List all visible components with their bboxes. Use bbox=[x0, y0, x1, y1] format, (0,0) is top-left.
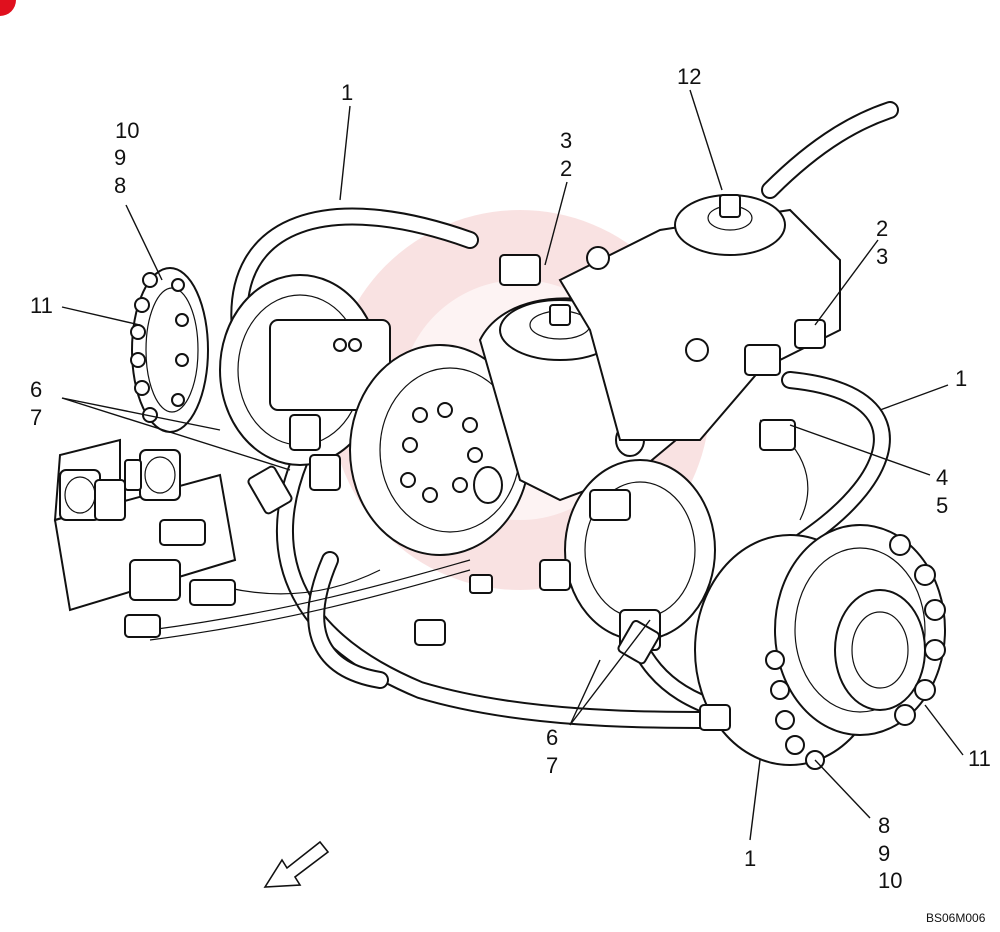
callout-10-left: 10 bbox=[115, 118, 139, 143]
callout-11-right: 11 bbox=[968, 746, 991, 771]
callout-8-left: 8 bbox=[114, 173, 126, 198]
lower-center-motor bbox=[564, 459, 716, 651]
callout-3-right: 3 bbox=[876, 244, 888, 269]
callout-12: 12 bbox=[677, 64, 701, 89]
upper-right-pump bbox=[499, 194, 841, 451]
callout-2-right: 2 bbox=[876, 216, 888, 241]
callout-6-bottom: 6 bbox=[546, 725, 558, 750]
callout-10-bottom: 10 bbox=[878, 868, 902, 893]
callout-9-left: 9 bbox=[114, 145, 126, 170]
callout-5: 5 bbox=[936, 493, 948, 518]
center-motor-flange bbox=[349, 344, 531, 556]
callout-1-bottom: 1 bbox=[744, 846, 756, 871]
callout-2-top: 2 bbox=[560, 156, 572, 181]
callout-1-top: 1 bbox=[341, 80, 353, 105]
callout-7-left: 7 bbox=[30, 405, 42, 430]
drawing-code: BS06M006 bbox=[926, 911, 986, 925]
control-valve-block bbox=[53, 438, 237, 638]
left-sprocket bbox=[130, 267, 209, 433]
right-final-drive bbox=[694, 524, 946, 770]
callout-6-left: 6 bbox=[30, 377, 42, 402]
leader-lines bbox=[61, 89, 964, 841]
callout-3-top: 3 bbox=[560, 128, 572, 153]
callout-11-left: 11 bbox=[30, 293, 53, 318]
callout-9-bottom: 9 bbox=[878, 841, 890, 866]
left-drive-motor bbox=[219, 274, 391, 466]
hose-fittings bbox=[247, 414, 731, 731]
callout-4: 4 bbox=[936, 465, 948, 490]
callout-1-right: 1 bbox=[955, 366, 967, 391]
callout-8-bottom: 8 bbox=[878, 813, 890, 838]
corner-mark bbox=[0, 0, 16, 16]
callout-labels: 1 10 9 8 3 2 12 2 3 11 6 7 1 4 5 6 7 11 … bbox=[30, 64, 991, 893]
front-direction-arrow bbox=[263, 840, 330, 888]
callout-7-bottom: 7 bbox=[546, 753, 558, 778]
